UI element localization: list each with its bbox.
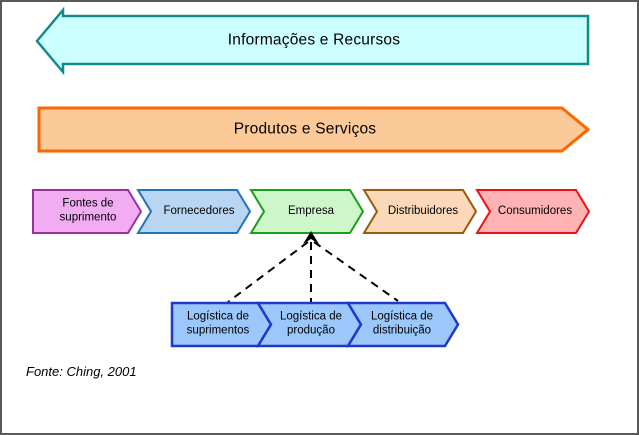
- chain-label-fornecedores: Fornecedores: [163, 204, 235, 217]
- connector-arrowhead-up: [303, 231, 319, 244]
- logistics-label-suprimentos: Logística de suprimentos: [186, 310, 250, 337]
- logistics-label-producao: Logística de produção: [279, 310, 342, 337]
- products-services-label: Produtos e Serviços: [233, 120, 377, 138]
- logistics-label-distribuicao: Logística de distribuição: [370, 310, 433, 337]
- information-resources-arrow-shape: [35, 6, 590, 76]
- information-resources-label: Informações e Recursos: [227, 31, 401, 49]
- chain-shape-fontes-de-suprimento: [32, 189, 143, 234]
- connector-left-dashed-line: [227, 241, 309, 303]
- chain-label-fontes-de-suprimento: Fontes de suprimento: [59, 197, 117, 224]
- chain-shape-empresa: [249, 189, 365, 234]
- chain-label-distribuidores: Distribuidores: [387, 204, 459, 217]
- chain-label-consumidores: Consumidores: [497, 204, 573, 217]
- chain-shape-consumidores: [475, 189, 591, 234]
- logistics-shape-distribuicao: [345, 301, 460, 348]
- connector-right-dashed-line: [313, 241, 399, 302]
- source-citation: Fonte: Ching, 2001: [26, 364, 137, 379]
- chain-shape-fornecedores: [136, 189, 252, 234]
- chain-shape-distribuidores: [362, 189, 478, 234]
- products-services-arrow-shape: [37, 106, 591, 153]
- chain-label-empresa: Empresa: [287, 204, 335, 217]
